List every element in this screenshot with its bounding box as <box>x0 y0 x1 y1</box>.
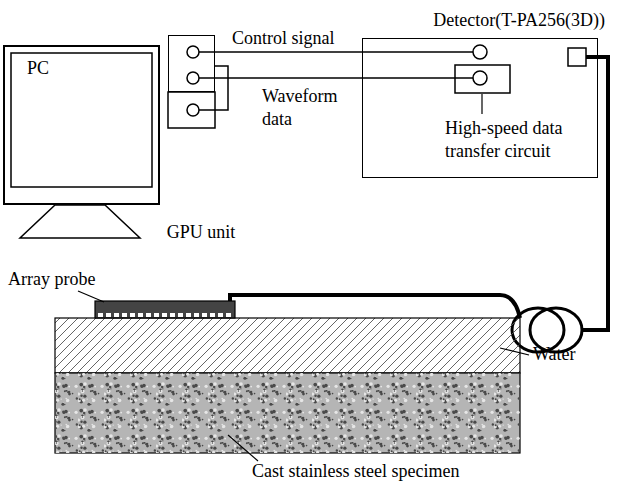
probe-element <box>98 313 103 317</box>
transfer-circuit-box <box>455 65 510 93</box>
wire-stub <box>362 52 473 78</box>
connector-port <box>187 72 199 84</box>
probe-element <box>226 313 231 317</box>
probe-element <box>106 313 111 317</box>
probe-element <box>170 313 175 317</box>
signal-line <box>215 77 362 79</box>
probe-element <box>178 313 183 317</box>
probe-element <box>146 313 151 317</box>
probe-cable <box>230 295 520 318</box>
loop-wire <box>199 66 228 110</box>
probe-element <box>114 313 119 317</box>
signal-label: Control signal <box>232 27 335 50</box>
probe-element <box>218 313 223 317</box>
specimen-block <box>55 373 520 453</box>
probe-cable <box>582 57 608 330</box>
monitor-stand <box>20 205 140 238</box>
probe-element <box>186 313 191 317</box>
signal-label: Waveform data <box>262 85 352 130</box>
probe-element <box>210 313 215 317</box>
leader-line <box>500 348 529 355</box>
probe-element <box>138 313 143 317</box>
wire-stub <box>199 52 215 78</box>
probe-element <box>202 313 207 317</box>
probe-element <box>154 313 159 317</box>
leader-line <box>481 94 482 114</box>
probe-element <box>122 313 127 317</box>
monitor-screen <box>11 53 152 187</box>
specimen-label: Cast stainless steel specimen <box>252 460 459 483</box>
probe-label: Array probe <box>8 268 95 291</box>
specimen-texture <box>55 373 520 453</box>
probe-element <box>162 313 167 317</box>
probe-element <box>130 313 135 317</box>
node-label: Detector(T-PA256(3D)) <box>433 9 605 32</box>
water-layer <box>55 318 520 373</box>
array-probe <box>95 301 235 318</box>
pc-monitor: PC <box>3 45 160 205</box>
connector-port <box>473 71 487 85</box>
leader-line <box>78 291 104 302</box>
connector-port <box>473 45 487 59</box>
signal-line <box>215 51 362 53</box>
connector-port <box>187 104 199 116</box>
probe-socket <box>568 48 586 66</box>
gpu-unit-box: GPU unit <box>168 35 215 92</box>
node-label: PC <box>27 57 49 80</box>
probe-element <box>194 313 199 317</box>
node-label: GPU unit <box>167 221 236 244</box>
connector-port <box>187 46 199 58</box>
circuit-label: High-speed data transfer circuit <box>445 117 595 162</box>
water-label: Water <box>533 343 576 366</box>
leader-line <box>228 435 258 461</box>
